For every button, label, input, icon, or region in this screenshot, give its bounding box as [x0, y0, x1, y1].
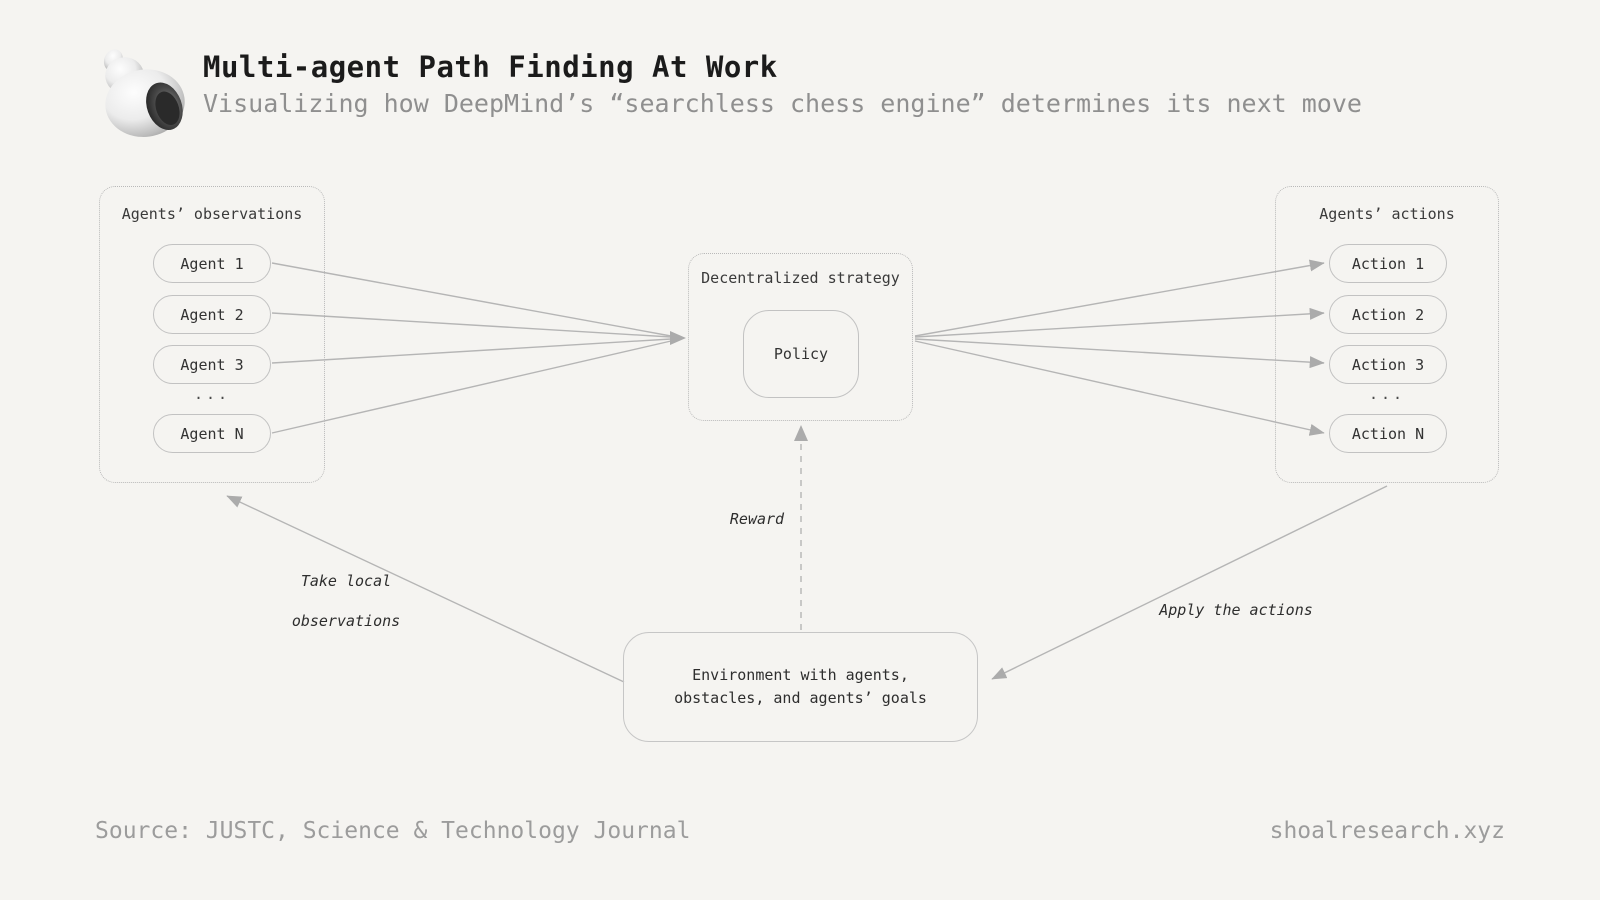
environment-node: Environment with agents, obstacles, and …: [623, 632, 978, 742]
environment-label-line2: obstacles, and agents’ goals: [674, 689, 927, 707]
action-2-node: Action 2: [1329, 295, 1447, 334]
observations-ellipsis: ...: [193, 385, 231, 403]
arrow-reward: [794, 425, 808, 630]
page-title: Multi-agent Path Finding At Work: [203, 50, 778, 84]
action-3-node: Action 3: [1329, 345, 1447, 384]
page-subtitle: Visualizing how DeepMind’s “searchless c…: [203, 89, 1362, 118]
actions-ellipsis: ...: [1368, 385, 1406, 403]
take-local-line1: Take local: [300, 572, 392, 590]
arrow-observations-to-policy: [271, 262, 686, 434]
arrow-policy-to-actions: [914, 259, 1325, 436]
action-1-node: Action 1: [1329, 244, 1447, 283]
take-local-line2: observations: [291, 612, 401, 630]
reward-edge-label: Reward: [729, 510, 785, 528]
agent-2-node: Agent 2: [153, 295, 271, 334]
arrow-environment-to-observations: [226, 495, 625, 683]
agent-3-node: Agent 3: [153, 345, 271, 384]
observations-group-box: Agents’ observations Agent 1 Agent 2 Age…: [99, 186, 325, 483]
actions-label: Agents’ actions: [1319, 205, 1455, 223]
actions-group-box: Agents’ actions Action 1 Action 2 Action…: [1275, 186, 1499, 483]
policy-node: Policy: [743, 310, 859, 398]
agent-n-node: Agent N: [153, 414, 271, 453]
environment-label-line1: Environment with agents,: [692, 666, 909, 684]
shell-logo-icon: [103, 49, 185, 137]
take-local-observations-edge-label: Take local observations: [292, 551, 400, 651]
source-credit: Source: JUSTC, Science & Technology Jour…: [95, 818, 691, 844]
apply-actions-edge-label: Apply the actions: [1159, 601, 1313, 619]
site-credit: shoalresearch.xyz: [1269, 818, 1505, 844]
arrow-actions-to-environment: [991, 485, 1388, 680]
agent-1-node: Agent 1: [153, 244, 271, 283]
observations-label: Agents’ observations: [121, 205, 303, 223]
action-n-node: Action N: [1329, 414, 1447, 453]
strategy-label: Decentralized strategy: [701, 269, 900, 287]
strategy-group-box: Decentralized strategy Policy: [688, 253, 913, 421]
